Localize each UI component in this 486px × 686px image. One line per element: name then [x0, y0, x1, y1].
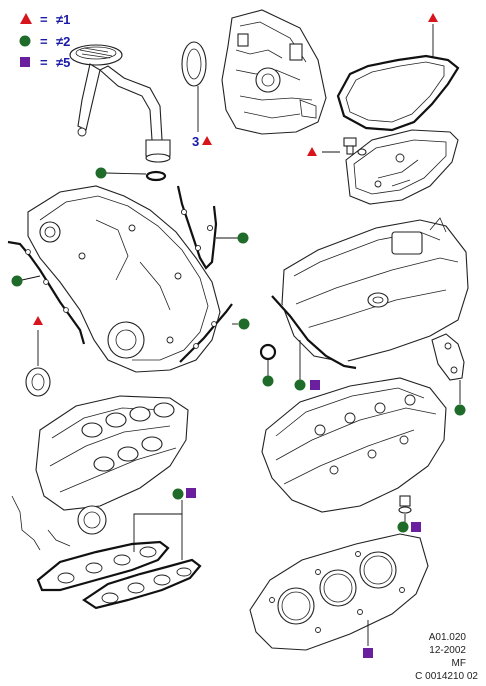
- side-cover-gasket: [179, 303, 250, 363]
- green-circle-icon: [238, 318, 250, 330]
- green-circle-icon: [454, 404, 466, 416]
- legend: = ≠1 = ≠2 = ≠5: [19, 12, 70, 70]
- timing-cover-gasket-left: [7, 240, 86, 345]
- red-triangle-icon: [307, 147, 317, 156]
- red-triangle-icon: [33, 316, 43, 325]
- purple-square-icon: [186, 488, 196, 498]
- catalog-id: C 0014210 02: [415, 671, 478, 682]
- reference-code: A01.020: [429, 632, 467, 643]
- purple-square-icon: [310, 380, 320, 390]
- oil-pickup-pipe: [69, 44, 171, 163]
- green-circle-icon: [172, 488, 184, 500]
- reference-block: A01.020 12-2002 MF C 0014210 02: [415, 632, 478, 682]
- drain-plug: [307, 137, 367, 156]
- green-circle-icon: [294, 379, 306, 391]
- purple-square-icon: [20, 57, 30, 67]
- timing-cover: [27, 185, 221, 373]
- cylinder-head: [261, 377, 447, 513]
- small-o-ring: [95, 167, 167, 182]
- valve-cover: [281, 217, 469, 363]
- legend-value: ≠2: [56, 34, 70, 49]
- timing-cover-gasket-right: [176, 185, 249, 270]
- purple-square-icon: [411, 522, 421, 532]
- red-triangle-icon: [428, 13, 438, 22]
- intake-gasket-lower: [82, 558, 202, 610]
- oil-filler-seal: [259, 343, 277, 387]
- legend-equals: =: [40, 55, 48, 70]
- engine-block-rear: [221, 9, 327, 135]
- green-circle-icon: [397, 521, 409, 533]
- reference-market: MF: [452, 658, 466, 669]
- front-crank-seal: [25, 316, 51, 397]
- purple-square-icon: [363, 648, 373, 658]
- red-triangle-icon: [20, 13, 32, 24]
- green-circle-icon: [19, 35, 31, 47]
- reference-date: 12-2002: [429, 645, 466, 656]
- callout-number-3: 3: [192, 134, 199, 149]
- intake-gasket-upper: [36, 540, 170, 592]
- sensor-seal: [397, 495, 421, 533]
- legend-row-circle: = ≠2: [19, 34, 70, 49]
- head-gasket: [249, 533, 429, 658]
- legend-row-triangle: = ≠1: [20, 12, 70, 27]
- intake-gasket-callout: [133, 488, 196, 560]
- red-triangle-icon: [202, 136, 212, 145]
- bracket: [431, 333, 466, 416]
- intake-manifold: [11, 395, 189, 551]
- green-circle-icon: [262, 375, 274, 387]
- rear-oil-seal: 3: [181, 41, 212, 149]
- green-circle-icon: [237, 232, 249, 244]
- oil-pan: [345, 129, 459, 205]
- green-circle-icon: [95, 167, 107, 179]
- legend-value: ≠1: [56, 12, 70, 27]
- legend-equals: =: [40, 34, 48, 49]
- oil-pan-gasket: [336, 13, 460, 132]
- legend-value: ≠5: [56, 55, 70, 70]
- green-circle-icon: [11, 275, 23, 287]
- legend-row-square: = ≠5: [20, 55, 70, 70]
- valve-cover-gasket: [271, 295, 357, 391]
- legend-equals: =: [40, 12, 48, 27]
